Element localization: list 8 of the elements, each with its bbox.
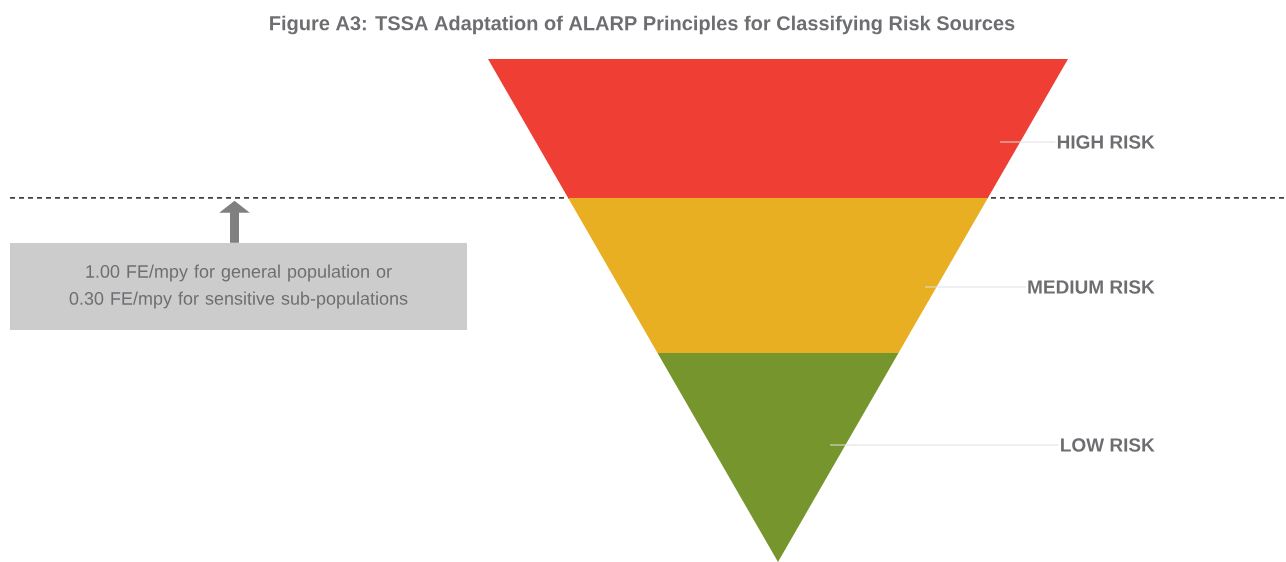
risk-label: LOW RISK (1061, 438, 1155, 452)
risk-band (568, 198, 988, 353)
leader-line (999, 141, 1056, 143)
risk-band (657, 353, 899, 562)
threshold-box: 1.00 FE/mpy for general population or 0.30 FE/mpy for sensitive sub-populations (10, 243, 467, 330)
risk-label: HIGH RISK (1057, 135, 1155, 149)
figure-title: Figure A3: TSSA Adaptation of ALARP Principles for Classifying Risk Sources (270, 15, 1015, 35)
risk-label: MEDIUM RISK (1028, 280, 1155, 294)
